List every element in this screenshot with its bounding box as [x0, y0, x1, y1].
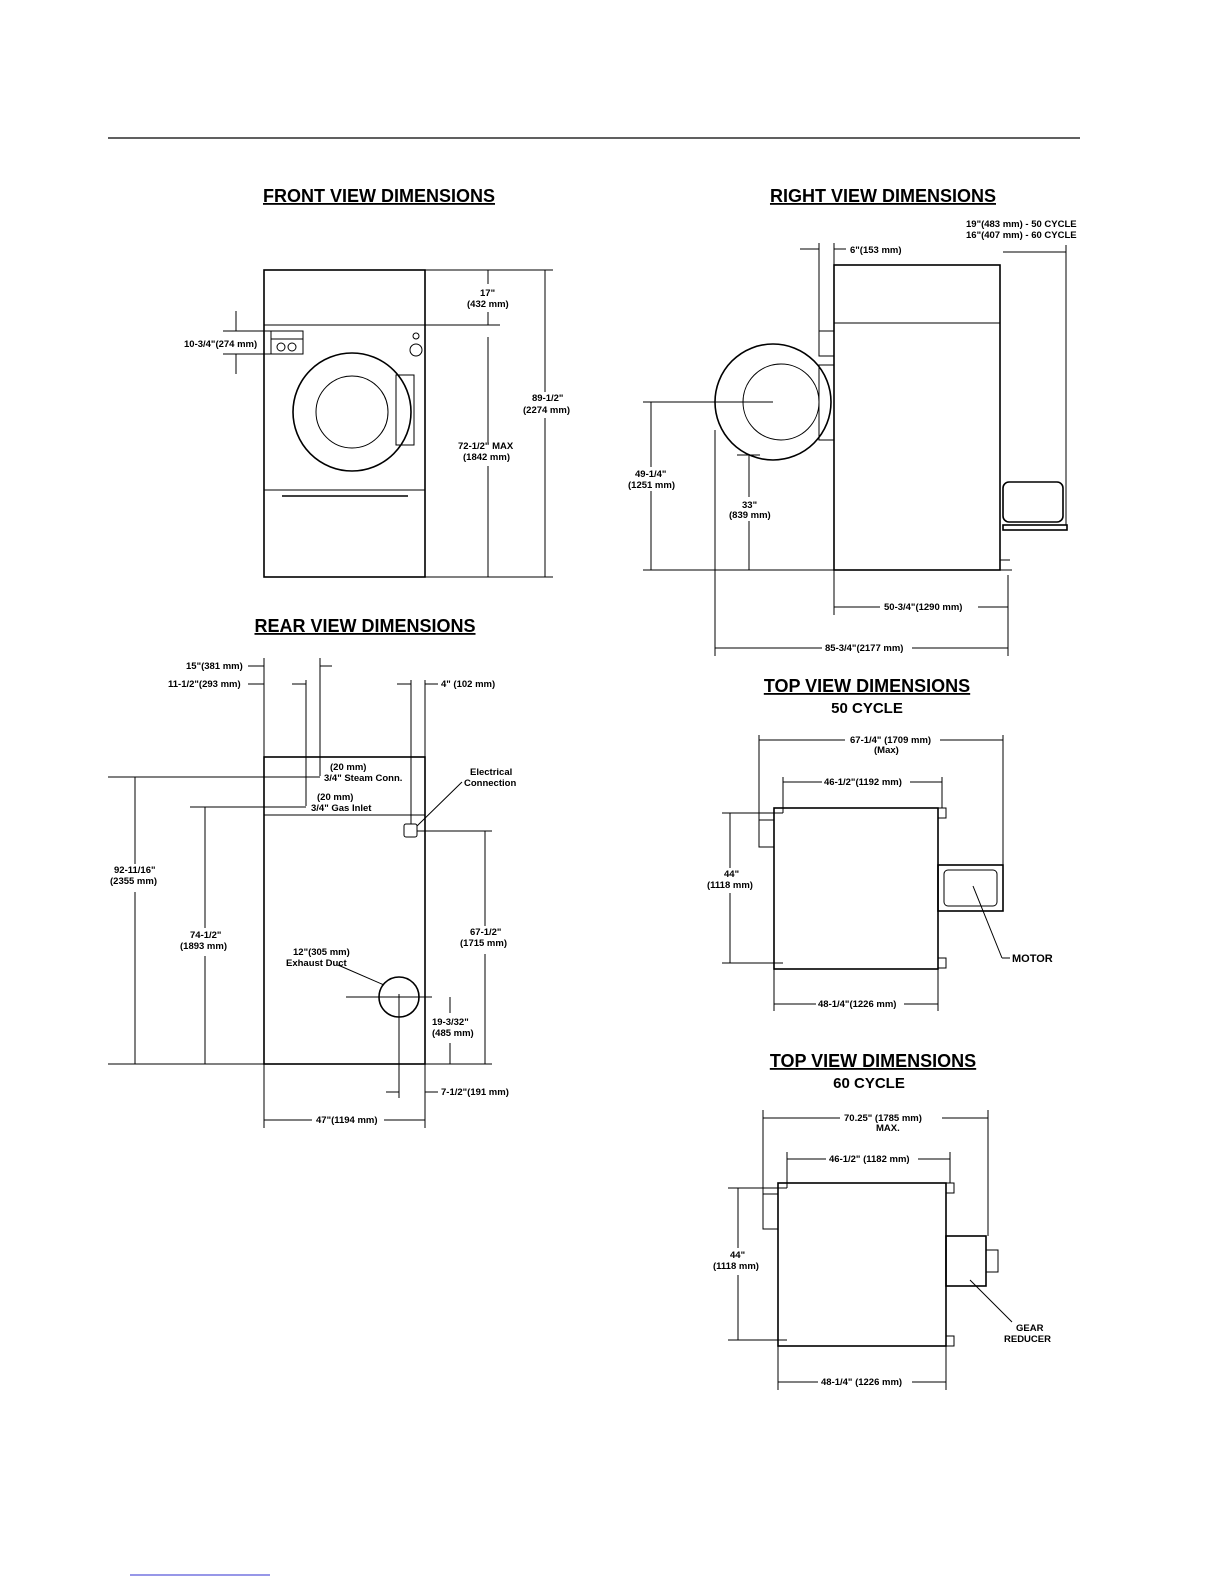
top50-dim-67: 67-1/4" (1709 mm) — [850, 735, 931, 746]
front-view: FRONT VIEW DIMENSIONS 10-3/4"(274 mm) 17… — [184, 186, 570, 578]
top60-subtitle: 60 CYCLE — [833, 1075, 905, 1092]
right-dim-85: 85-3/4"(2177 mm) — [825, 643, 903, 654]
rear-dim-92-in: 92-11/16" — [114, 865, 155, 876]
rear-dim-19-mm: (485 mm) — [432, 1028, 474, 1039]
front-dim-overall-in: 89-1/2" — [532, 393, 563, 404]
top60-dim-44-mm: (1118 mm) — [713, 1261, 759, 1272]
top60-title: TOP VIEW DIMENSIONS — [770, 1051, 976, 1071]
rear-gas-label: 3/4" Gas Inlet — [311, 803, 372, 814]
rear-dim-47: 47"(1194 mm) — [316, 1115, 378, 1126]
right-motor-60: 16"(407 mm) - 60 CYCLE — [966, 230, 1077, 241]
rear-exhaust-2: Exhaust Duct — [286, 958, 348, 969]
top50-dim-67-note: (Max) — [874, 745, 899, 756]
front-view-title: FRONT VIEW DIMENSIONS — [263, 186, 495, 206]
rear-steam-mm: (20 mm) — [330, 762, 366, 773]
rear-dim-67-mm: (1715 mm) — [460, 938, 507, 949]
rear-dim-7: 7-1/2"(191 mm) — [441, 1087, 509, 1098]
top-view-60: TOP VIEW DIMENSIONS 60 CYCLE 70.25" (178… — [713, 1051, 1051, 1390]
rear-view-title: REAR VIEW DIMENSIONS — [254, 616, 475, 636]
right-dim-49-in: 49-1/4" — [635, 469, 666, 480]
rear-dim-92-mm: (2355 mm) — [110, 876, 157, 887]
rear-dim-74-in: 74-1/2" — [190, 930, 221, 941]
right-motor-50: 19"(483 mm) - 50 CYCLE — [966, 219, 1077, 230]
rear-steam-label: 3/4" Steam Conn. — [324, 773, 402, 784]
front-dim-control: 10-3/4"(274 mm) — [184, 339, 257, 350]
top60-gear-2: REDUCER — [1004, 1334, 1051, 1345]
top60-dim-46: 46-1/2" (1182 mm) — [829, 1154, 910, 1165]
top50-dim-44-in: 44" — [724, 869, 739, 880]
front-dim-top-mm: (432 mm) — [467, 299, 509, 310]
rear-exhaust-1: 12"(305 mm) — [293, 947, 350, 958]
top60-dim-70: 70.25" (1785 mm) — [844, 1113, 922, 1124]
front-dim-overall-mm: (2274 mm) — [523, 405, 570, 416]
top50-title: TOP VIEW DIMENSIONS — [764, 676, 970, 696]
right-dim-33-mm: (839 mm) — [729, 510, 771, 521]
right-view: RIGHT VIEW DIMENSIONS 19"(483 mm) - 50 C… — [628, 186, 1077, 656]
right-dim-6: 6"(153 mm) — [850, 245, 902, 256]
top50-dim-46: 46-1/2"(1192 mm) — [824, 777, 902, 788]
top-view-50: TOP VIEW DIMENSIONS 50 CYCLE 67-1/4" (17… — [707, 676, 1053, 1011]
rear-dim-74-mm: (1893 mm) — [180, 941, 227, 952]
front-dim-max-in: 72-1/2" MAX — [458, 441, 514, 452]
top60-gear-1: GEAR — [1016, 1323, 1044, 1334]
front-dim-top-in: 17" — [480, 288, 495, 299]
rear-gas-mm: (20 mm) — [317, 792, 353, 803]
right-view-title: RIGHT VIEW DIMENSIONS — [770, 186, 996, 206]
top50-dim-48: 48-1/4"(1226 mm) — [818, 999, 896, 1010]
right-dim-33-in: 33" — [742, 500, 757, 511]
rear-electrical-2: Connection — [464, 778, 516, 789]
top50-dim-44-mm: (1118 mm) — [707, 880, 753, 891]
rear-dim-19-in: 19-3/32" — [432, 1017, 469, 1028]
top60-dim-44-in: 44" — [730, 1250, 745, 1261]
right-dim-49-mm: (1251 mm) — [628, 480, 675, 491]
rear-view: REAR VIEW DIMENSIONS 15"(381 mm) 11-1/2"… — [108, 616, 516, 1128]
right-dim-50: 50-3/4"(1290 mm) — [884, 602, 962, 613]
top60-dim-48: 48-1/4" (1226 mm) — [821, 1377, 902, 1388]
rear-dim-67-in: 67-1/2" — [470, 927, 501, 938]
top60-dim-70-note: MAX. — [876, 1123, 900, 1134]
front-dim-max-mm: (1842 mm) — [463, 452, 510, 463]
top50-motor: MOTOR — [1012, 953, 1053, 965]
top50-subtitle: 50 CYCLE — [831, 700, 903, 717]
rear-dim-11: 11-1/2"(293 mm) — [168, 679, 241, 690]
rear-dim-15: 15"(381 mm) — [186, 661, 243, 672]
rear-electrical-1: Electrical — [470, 767, 512, 778]
rear-dim-4: 4" (102 mm) — [441, 679, 495, 690]
